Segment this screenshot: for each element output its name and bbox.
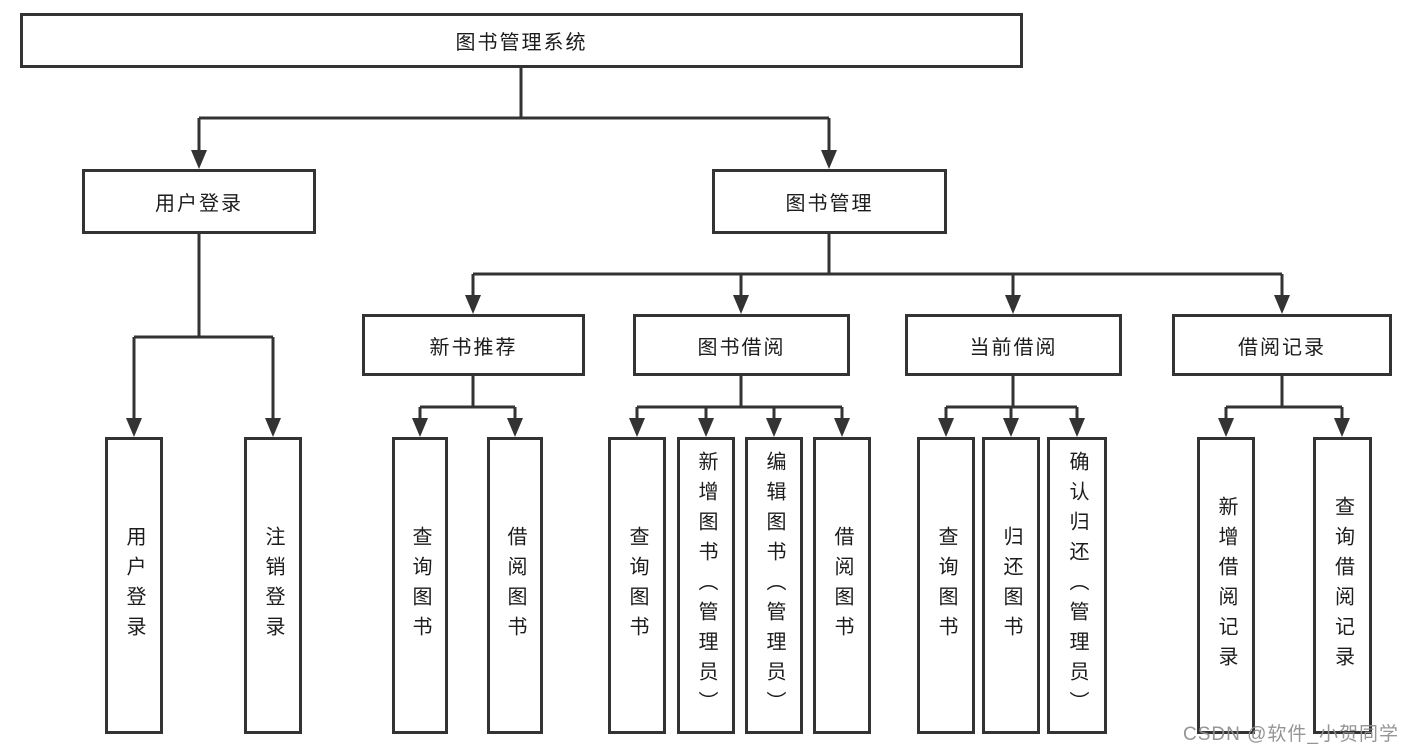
leaf-borrow-books-recommend: 借阅图书: [487, 437, 543, 734]
leaf-query-books-borrowing: 查询图书: [608, 437, 666, 734]
arrowheads: [126, 150, 1350, 437]
leaf-user-login: 用户登录: [105, 437, 163, 734]
leaf-add-borrow-record: 新增借阅记录: [1197, 437, 1255, 734]
leaf-query-borrow-record: 查询借阅记录: [1313, 437, 1372, 734]
node-current-borrowing: 当前借阅: [905, 314, 1122, 376]
watermark-csdn: CSDN @软件_小贺同学: [1183, 724, 1399, 745]
node-new-book-recommendation: 新书推荐: [362, 314, 585, 376]
leaf-query-books-current: 查询图书: [917, 437, 975, 734]
leaf-return-books: 归还图书: [982, 437, 1040, 734]
node-borrowing-records: 借阅记录: [1172, 314, 1392, 376]
leaf-confirm-return-admin: 确认归还（管理员）: [1047, 437, 1107, 734]
node-book-borrowing: 图书借阅: [633, 314, 850, 376]
leaf-borrow-books-borrowing: 借阅图书: [813, 437, 871, 734]
leaf-query-books-recommend: 查询图书: [392, 437, 448, 734]
leaf-logout: 注销登录: [244, 437, 302, 734]
leaf-add-book-admin: 新增图书（管理员）: [677, 437, 735, 734]
node-user-login: 用户登录: [82, 169, 316, 234]
node-book-management: 图书管理: [712, 169, 947, 234]
leaf-edit-book-admin: 编辑图书（管理员）: [745, 437, 803, 734]
node-library-management-system: 图书管理系统: [20, 13, 1023, 68]
